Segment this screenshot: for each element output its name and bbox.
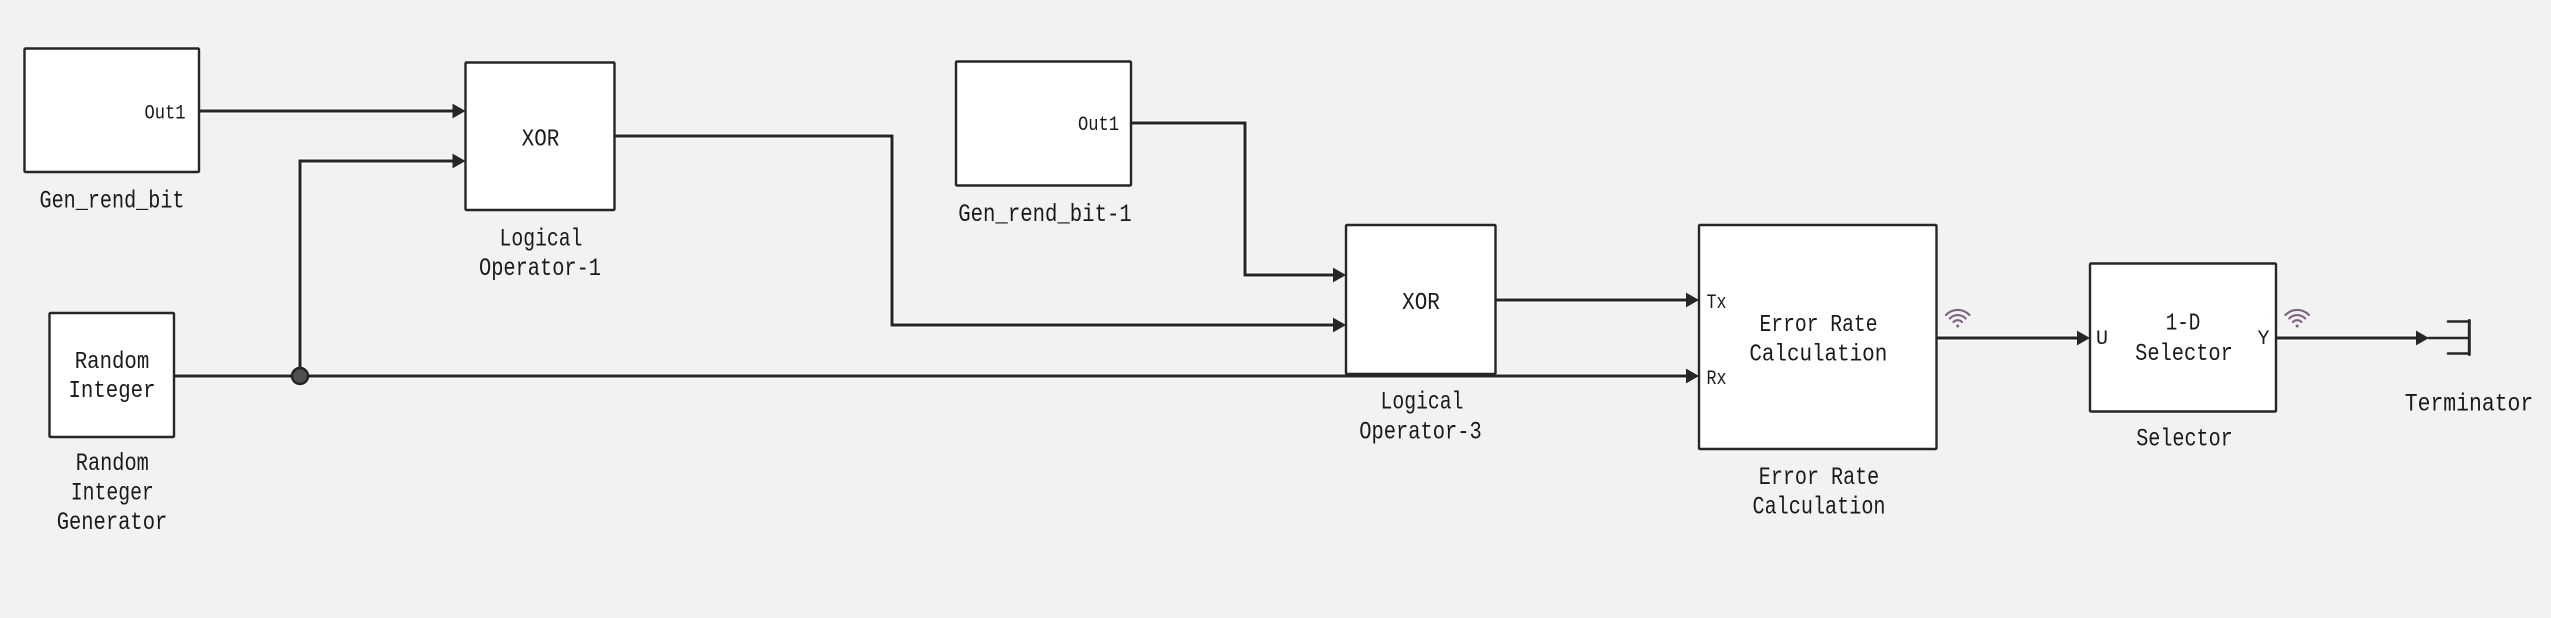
svg-text:Generator: Generator — [57, 508, 168, 537]
svg-text:Error Rate: Error Rate — [1759, 463, 1879, 492]
svg-text:Out1: Out1 — [145, 103, 186, 126]
svg-text:Out1: Out1 — [1078, 114, 1119, 137]
svg-text:Operator-3: Operator-3 — [1359, 418, 1482, 447]
svg-text:Error Rate: Error Rate — [1760, 312, 1878, 339]
svg-text:Tx: Tx — [1707, 292, 1727, 315]
svg-text:Selector: Selector — [2135, 341, 2233, 368]
svg-text:U: U — [2096, 328, 2108, 351]
svg-text:Random: Random — [75, 349, 150, 376]
svg-text:Y: Y — [2257, 328, 2269, 351]
svg-text:Calculation: Calculation — [1753, 493, 1886, 522]
svg-text:XOR: XOR — [1402, 290, 1440, 317]
svg-text:Terminator: Terminator — [2405, 389, 2534, 418]
svg-text:Random: Random — [76, 449, 149, 478]
svg-text:1-D: 1-D — [2166, 311, 2201, 338]
svg-text:Gen_rend_bit: Gen_rend_bit — [40, 187, 185, 216]
svg-text:Calculation: Calculation — [1749, 341, 1887, 368]
svg-text:Logical: Logical — [500, 225, 583, 254]
svg-text:XOR: XOR — [522, 127, 560, 154]
svg-text:Logical: Logical — [1381, 388, 1464, 417]
svg-text:Gen_rend_bit-1: Gen_rend_bit-1 — [958, 200, 1132, 229]
svg-text:Integer: Integer — [71, 479, 154, 508]
svg-text:Operator-1: Operator-1 — [479, 254, 601, 283]
svg-text:Rx: Rx — [1707, 368, 1727, 391]
svg-text:Integer: Integer — [69, 378, 156, 405]
svg-text:Selector: Selector — [2136, 425, 2233, 454]
